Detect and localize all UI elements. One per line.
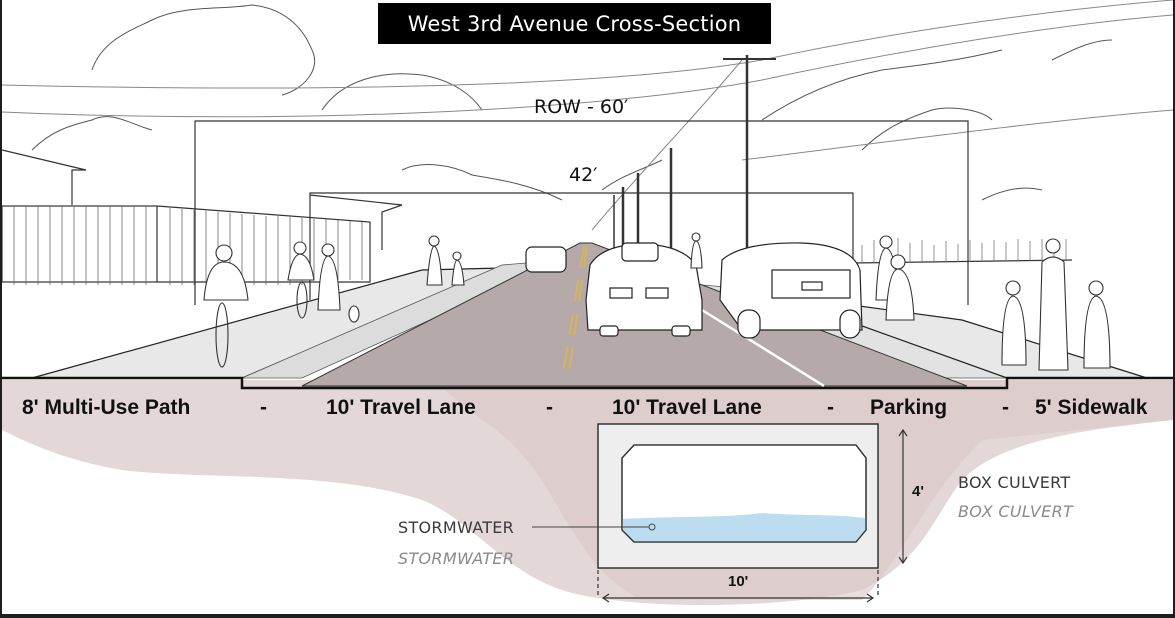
row-dimension-label: ROW - 60′ (534, 96, 629, 118)
pedestrians-cyclists (203, 232, 1111, 371)
segment-travel-lane-1: 10' Travel Lane (326, 396, 476, 419)
stormwater-label-echo: STORMWATER (398, 549, 515, 568)
power-lines (2, 0, 1173, 231)
stormwater-label: STORMWATER (398, 518, 515, 537)
lane-markings (561, 245, 825, 388)
utility-poles (613, 55, 776, 258)
segment-travel-lane-2: 10' Travel Lane (612, 396, 762, 419)
box-culvert-label: BOX CULVERT (958, 473, 1071, 492)
vehicles (525, 242, 863, 339)
title-banner: West 3rd Avenue Cross-Section (378, 3, 771, 44)
culvert-width-label: 10' (728, 573, 749, 590)
segment-separator: - (827, 396, 834, 419)
ground-section-line (2, 376, 1173, 390)
segment-separator: - (1002, 396, 1009, 419)
segment-multi-use-path: 8' Multi-Use Path (22, 396, 191, 419)
fence-pickets (13, 206, 363, 285)
segment-labels: 8' Multi-Use Path - 10' Travel Lane - 10… (2, 396, 1173, 426)
tree-outlines (31, 4, 1113, 201)
segment-separator: - (260, 396, 267, 419)
segment-separator: - (546, 396, 553, 419)
culvert-dimension-lines (597, 428, 908, 603)
stormwater-fill (622, 513, 866, 542)
box-culvert (532, 423, 879, 569)
curb-to-curb-dimension-label: 42′ (569, 164, 598, 186)
box-culvert-label-echo: BOX CULVERT (958, 502, 1074, 521)
dimension-boxes (194, 120, 969, 305)
segment-parking: Parking (870, 396, 948, 419)
culvert-height-label: 4' (912, 483, 924, 500)
segment-sidewalk: 5' Sidewalk (1035, 396, 1148, 419)
left-house-fence (2, 149, 403, 283)
page-title: West 3rd Avenue Cross-Section (407, 11, 742, 36)
